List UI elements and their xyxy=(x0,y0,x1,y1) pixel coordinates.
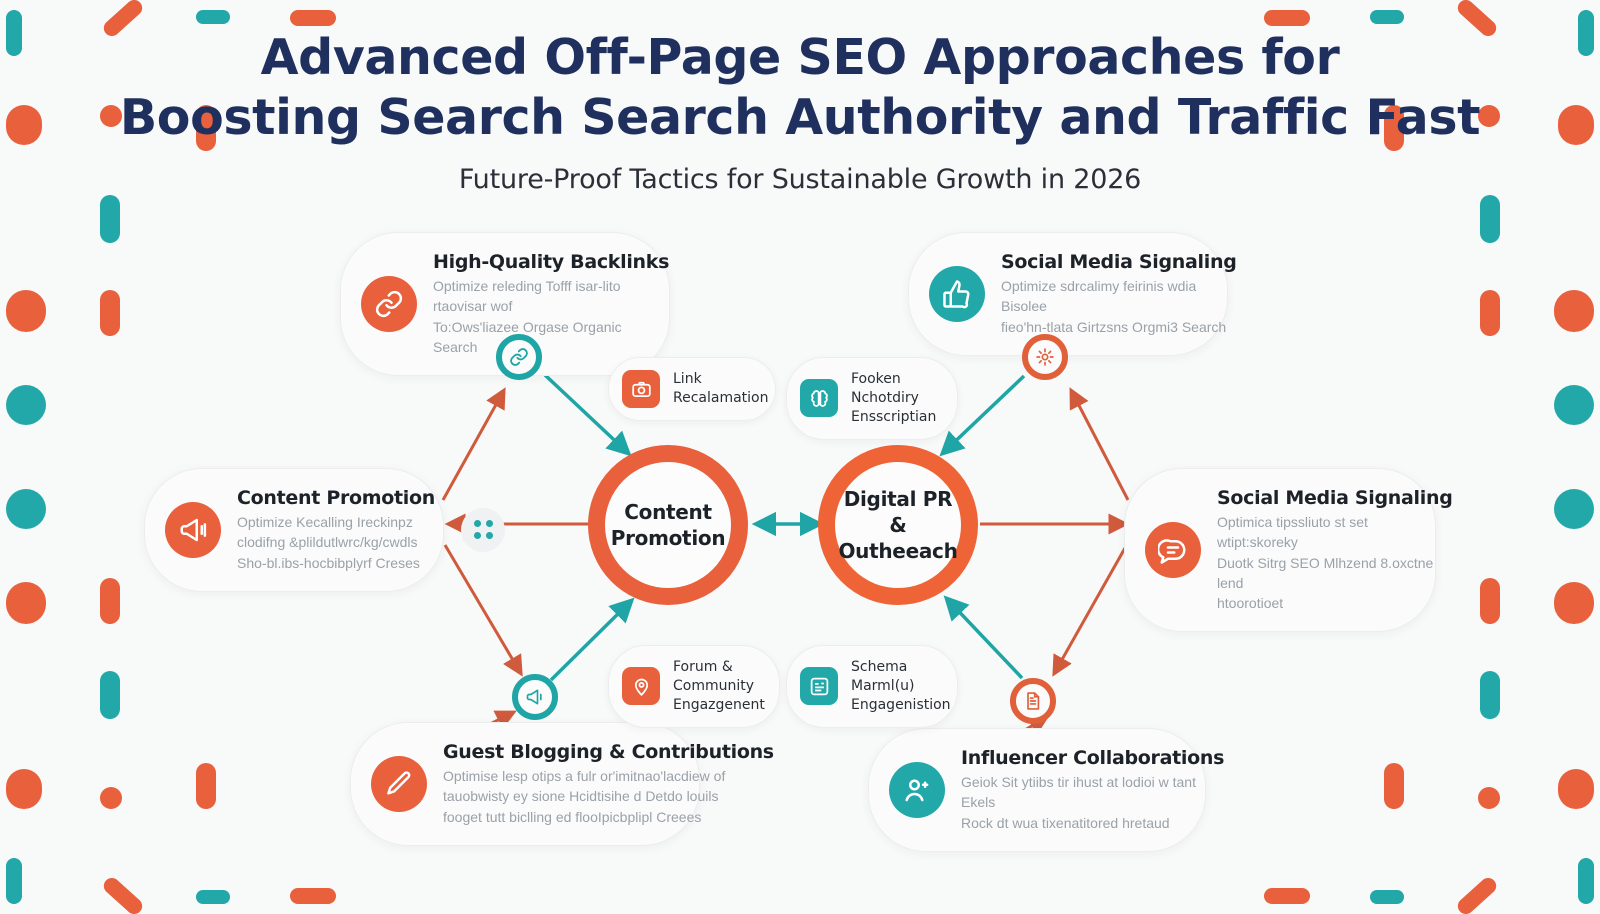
hub-digital-pr-outreach[interactable]: Digital PR & Outheeach xyxy=(818,445,978,605)
brain-icon xyxy=(800,379,838,418)
megaphone-icon xyxy=(165,501,221,558)
wire-content-card-down-leg xyxy=(443,544,523,677)
card-description: Optimize sdrcalimy feirinis wdia Bisolee… xyxy=(1001,278,1227,335)
page-title-line-2: Boosting Search Search Authority and Tra… xyxy=(119,88,1481,146)
card-title: Influencer Collaborations xyxy=(961,747,1225,769)
document-icon xyxy=(1027,692,1040,710)
card-text: Social Media Signaling Optimica tipssliu… xyxy=(1217,487,1453,613)
chat-icon xyxy=(1145,522,1201,579)
node-document-icon[interactable] xyxy=(1010,678,1056,724)
card-description: Optimize releding Tofff isar-lito rtaovi… xyxy=(433,278,622,355)
card-high-quality-backlinks[interactable]: High-Quality Backlinks Optimize releding… xyxy=(340,232,670,377)
card-text: Social Media Signaling Optimize sdrcalim… xyxy=(1001,251,1237,337)
card-text: Content Promotion Optimize Kecalling Ire… xyxy=(237,487,435,573)
card-description: Optimise lesp otips a fulr or'imitnao'la… xyxy=(443,768,726,825)
node-megaphone-icon[interactable] xyxy=(512,674,558,720)
page-subtitle: Future-Proof Tactics for Sustainable Gro… xyxy=(458,163,1142,195)
card-text: High-Quality Backlinks Optimize releding… xyxy=(433,251,669,357)
thumbs-up-icon xyxy=(929,265,985,322)
link-icon xyxy=(361,276,417,333)
pill-label: Forum & Community Engazgenent xyxy=(673,659,765,713)
pill-label: Link Recalamation xyxy=(673,371,769,406)
card-guest-blogging[interactable]: Guest Blogging & Contributions Optimise … xyxy=(350,722,774,846)
pill-link-reclamation[interactable]: Link Recalamation xyxy=(608,357,776,421)
hub-content-promotion[interactable]: Content Promotion xyxy=(588,445,748,605)
pill-forum-community-engagement[interactable]: Forum & Community Engazgenent xyxy=(608,645,780,728)
card-title: Social Media Signaling xyxy=(1217,487,1453,509)
card-text: Influencer Collaborations Geiok Sit ytii… xyxy=(961,747,1224,833)
wire-social-right-down-leg xyxy=(1052,547,1127,677)
hub-label: Digital PR & Outheeach xyxy=(838,487,958,563)
card-title: Social Media Signaling xyxy=(1001,251,1237,273)
pill-label: Fooken Nchotdiry Ensscriptian xyxy=(851,371,937,425)
camera-icon xyxy=(622,370,660,408)
hub-label: Content Promotion xyxy=(610,500,726,550)
card-title: High-Quality Backlinks xyxy=(433,251,670,273)
card-description: Optimica tipssliuto st set wtipt:skoreky… xyxy=(1217,514,1434,612)
node-link-icon[interactable] xyxy=(496,334,542,380)
link-icon xyxy=(510,348,528,366)
card-social-media-signaling-top[interactable]: Social Media Signaling Optimize sdrcalim… xyxy=(908,232,1237,356)
card-content-promotion[interactable]: Content Promotion Optimize Kecalling Ire… xyxy=(144,468,505,592)
wire-document-node-to-hub xyxy=(943,595,1024,680)
pill-broken-link-building[interactable]: Fooken Nchotdiry Ensscriptian xyxy=(786,357,958,440)
card-text: Guest Blogging & Contributions Optimise … xyxy=(443,741,774,827)
card-description: Geiok Sit ytiibs tir ihust at lodioi w t… xyxy=(961,774,1196,831)
gear-icon xyxy=(1036,348,1054,366)
user-plus-icon xyxy=(889,761,945,818)
pin-icon xyxy=(622,667,660,706)
page-title-line-1: Advanced Off-Page SEO Approaches for xyxy=(260,29,1340,86)
wire-gear-node-to-hub xyxy=(939,374,1026,457)
card-description: Optimize Kecalling Ireckinpz clodifng &p… xyxy=(237,514,420,571)
pencil-icon xyxy=(371,755,427,812)
pill-label: Schema Marml(u) Engagenistion xyxy=(851,659,951,713)
node-gear-icon[interactable] xyxy=(1022,334,1068,380)
card-influencer-collaborations[interactable]: Influencer Collaborations Geiok Sit ytii… xyxy=(868,728,1224,852)
wire-social-right-to-gear-node xyxy=(1069,387,1130,501)
card-title: Guest Blogging & Contributions xyxy=(443,741,774,763)
four-dot-badge xyxy=(461,507,505,552)
pill-schema-markup[interactable]: Schema Marml(u) Engagenistion xyxy=(786,645,958,728)
header-block: Advanced Off-Page SEO Approaches for Boo… xyxy=(0,28,1600,195)
card-social-media-signaling-right[interactable]: Social Media Signaling Optimica tipssliu… xyxy=(1124,468,1453,633)
wire-content-card-to-link-node xyxy=(441,387,506,501)
wire-megaphone-node-to-hub xyxy=(549,597,635,682)
megaphone-icon xyxy=(526,689,542,705)
grid-icon xyxy=(800,667,838,706)
card-title: Content Promotion xyxy=(237,487,435,509)
wire-link-node-to-hub xyxy=(543,373,632,457)
